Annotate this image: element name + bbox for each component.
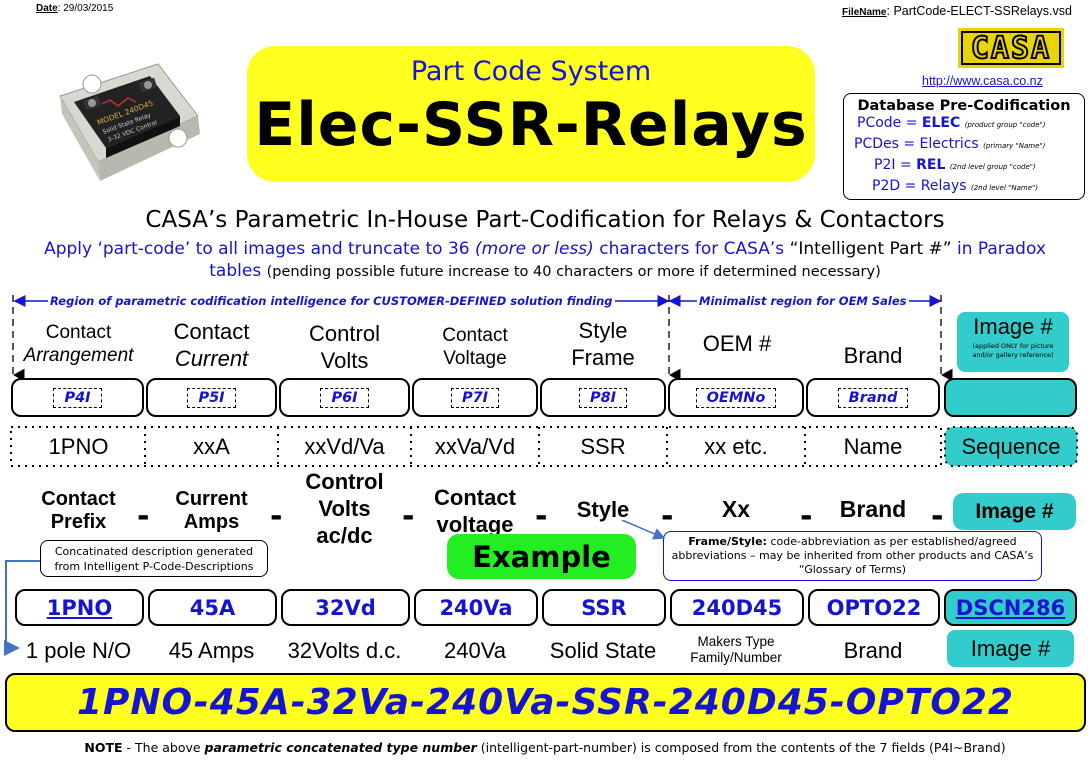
- example-contact-voltage: 240Va: [414, 589, 538, 626]
- concatenated-part-number: 1PNO-45A-32Va-240Va-SSR-240D45-OPTO22: [5, 673, 1086, 732]
- value-image: Sequence: [961, 433, 1061, 459]
- example-brand: OPTO22: [808, 589, 940, 626]
- code-box-image: [944, 378, 1077, 417]
- label-contact-voltage: Contact voltage: [434, 485, 516, 537]
- colhead-oem: OEM #: [702, 331, 772, 356]
- label-brand: Brand: [839, 496, 907, 522]
- pcdes-line: PCDes = Electrics (primary "Name"): [854, 136, 1046, 152]
- desc-control-volts: 32Volts d.c.: [287, 638, 402, 663]
- separator-3: -: [402, 499, 415, 534]
- code-box-p8i: P8I: [540, 378, 666, 417]
- example-image-link[interactable]: DSCN286: [944, 589, 1077, 626]
- main-heading: CASA’s Parametric In-House Part-Codifica…: [145, 207, 945, 233]
- footer-note: NOTE - The above parametric concatenated…: [84, 740, 1006, 755]
- code-box-p5i: P5I: [146, 378, 277, 417]
- desc-contact-voltage: 240Va: [444, 638, 506, 663]
- desc-style: Solid State: [549, 638, 657, 663]
- separator-4: -: [535, 499, 548, 534]
- pcode-line: PCode = ELEC (product group "code"): [857, 115, 1046, 131]
- code-box-p7i: P7I: [412, 378, 538, 417]
- separator-2: -: [270, 499, 283, 534]
- example-control-volts: 32Vd: [281, 589, 410, 626]
- colhead-brand: Brand: [843, 343, 903, 368]
- value-contact-arrangement: 1PNO: [48, 433, 109, 459]
- code-box-oemno: OEMNo: [668, 378, 804, 417]
- example-current: 45A: [148, 589, 277, 626]
- example-badge: Example: [447, 534, 636, 579]
- separator-5: -: [661, 499, 674, 534]
- colhead-image: Image # (applied ONLY for picture and/or…: [957, 312, 1069, 372]
- example-contact-prefix[interactable]: 1PNO: [15, 589, 144, 626]
- desc-contact-prefix: 1 pole N/O: [25, 638, 132, 663]
- connector-arrows: [4, 520, 666, 656]
- title-subtitle: Part Code System: [410, 56, 652, 87]
- title-plaque: [247, 46, 815, 182]
- code-box-brand: Brand: [806, 378, 940, 417]
- database-heading: Database Pre-Codification: [857, 98, 1071, 114]
- label-current-amps: Current Amps: [175, 488, 248, 533]
- value-control-volts: xxVd/Va: [304, 433, 385, 459]
- desc-brand: Brand: [843, 638, 903, 663]
- label-image: Image #: [953, 493, 1076, 530]
- apply-instruction: Apply ‘part-code’ to all images and trun…: [44, 239, 1046, 281]
- value-style: SSR: [580, 433, 626, 459]
- website-link[interactable]: http://www.casa.co.nz: [922, 74, 1043, 88]
- separator-6: -: [800, 499, 813, 534]
- value-oem: xx etc.: [704, 433, 768, 459]
- label-style: Style: [576, 497, 630, 522]
- label-control-volts: Control Volts ac/dc: [305, 469, 384, 548]
- database-precodification-box: Database Pre-Codification PCode = ELEC (…: [843, 93, 1085, 200]
- label-xx: Xx: [721, 496, 751, 522]
- p2i-line: P2I = REL (2nd level group "code"): [874, 157, 1036, 173]
- value-contact-voltage: xxVa/Vd: [434, 433, 516, 459]
- separator-1: -: [137, 499, 150, 534]
- casa-logo: CASA: [958, 28, 1064, 68]
- title-main: Elec-SSR-Relays: [254, 90, 808, 160]
- value-brand: Name: [843, 433, 903, 459]
- desc-image: Image #: [947, 630, 1074, 667]
- code-box-p6i: P6I: [279, 378, 410, 417]
- desc-current: 45 Amps: [168, 638, 255, 663]
- oem-region-label: Minimalist region for OEM Sales: [697, 294, 909, 308]
- example-style: SSR: [542, 589, 666, 626]
- value-contact-current: xxA: [193, 433, 230, 459]
- value-row-dotted-border: [10, 426, 1078, 467]
- separator-7: -: [931, 499, 944, 534]
- example-oem: 240D45: [670, 589, 804, 626]
- file-name: FileName: PartCode-ELECT-SSRelays.vsd: [842, 4, 1072, 18]
- date: Date: 29/03/2015: [36, 3, 114, 14]
- label-contact-prefix: Contact Prefix: [41, 488, 116, 533]
- customer-region-label: Region of parametric codification intell…: [48, 294, 615, 308]
- frame-style-note: Frame/Style: code-abbreviation as per es…: [663, 531, 1042, 581]
- p2d-line: P2D = Relays (2nd level "Name"): [872, 178, 1038, 194]
- ssr-product-photo: MODEL 240D45 Solid State Relay 3-32 VDC …: [59, 63, 200, 181]
- code-box-p4i: P4I: [11, 378, 144, 417]
- concat-description-note: Concatinated description generated from …: [40, 540, 268, 577]
